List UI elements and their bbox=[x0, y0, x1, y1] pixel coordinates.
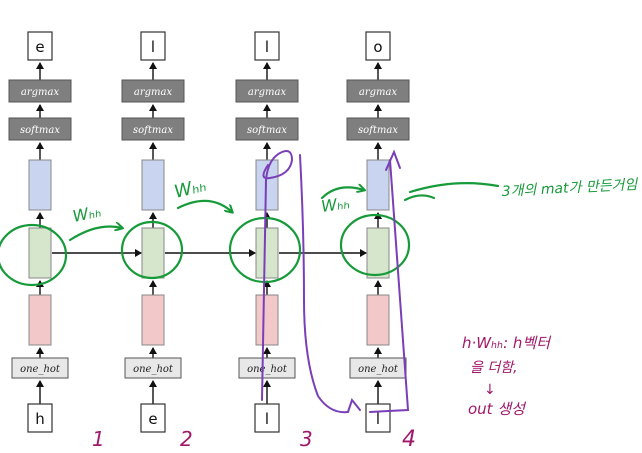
one-hot-label: one_hot bbox=[20, 364, 61, 375]
input-token: l bbox=[376, 410, 380, 428]
weight-label-3: Wₕₕ bbox=[320, 193, 351, 216]
input-token-box bbox=[254, 403, 280, 433]
output-token-box bbox=[27, 31, 53, 61]
input-layer-box bbox=[141, 294, 165, 346]
one-hot-box bbox=[11, 357, 69, 379]
softmax-label: softmax bbox=[133, 125, 173, 136]
hidden-circle-4 bbox=[339, 213, 411, 277]
argmax-label: argmax bbox=[134, 87, 173, 98]
softmax-box bbox=[235, 117, 299, 141]
input-layer-box bbox=[366, 294, 390, 346]
output-layer-box bbox=[255, 159, 279, 211]
output-token: l bbox=[265, 38, 269, 56]
one-hot-box bbox=[349, 357, 407, 379]
argmax-box bbox=[346, 79, 410, 103]
step-2: 2 bbox=[180, 427, 193, 451]
matrix-note: 3개의 mat가 만든거임 bbox=[501, 177, 638, 200]
hidden-layer-box bbox=[141, 227, 165, 279]
one-hot-label: one_hot bbox=[358, 364, 399, 375]
output-token-box bbox=[365, 31, 391, 61]
argmax-box bbox=[121, 79, 185, 103]
output-token: e bbox=[35, 38, 44, 56]
side-note-line-2: 을 더함, bbox=[470, 360, 518, 376]
green-ink bbox=[0, 182, 500, 287]
side-note-line-4: out 생성 bbox=[468, 400, 527, 418]
side-note-line-1: h·Wₕₕ: h벡터 bbox=[462, 334, 552, 352]
argmax-label: argmax bbox=[359, 87, 398, 98]
input-layer-box bbox=[28, 294, 52, 346]
step-numbers: 1 2 3 4 bbox=[92, 427, 416, 452]
side-note-line-3: ↓ bbox=[484, 382, 496, 398]
output-layer-box bbox=[366, 159, 390, 211]
softmax-box bbox=[346, 117, 410, 141]
output-token-box bbox=[254, 31, 280, 61]
hidden-circle-1 bbox=[0, 223, 68, 287]
input-token-box bbox=[365, 403, 391, 433]
step-4: 4 bbox=[402, 427, 416, 452]
softmax-label: softmax bbox=[20, 125, 60, 136]
input-token: h bbox=[35, 410, 45, 428]
one-hot-label: one_hot bbox=[247, 364, 288, 375]
argmax-label: argmax bbox=[21, 87, 60, 98]
input-token: l bbox=[265, 410, 269, 428]
input-token-box bbox=[140, 403, 166, 433]
hidden-layer-box bbox=[366, 227, 390, 279]
input-token: e bbox=[148, 410, 157, 428]
softmax-box bbox=[8, 117, 72, 141]
one-hot-box bbox=[238, 357, 296, 379]
output-token-box bbox=[140, 31, 166, 61]
step-3: 3 bbox=[300, 427, 313, 451]
one-hot-box bbox=[124, 357, 182, 379]
input-token-box bbox=[27, 403, 53, 433]
side-note: h·Wₕₕ: h벡터 을 더함, ↓ out 생성 bbox=[462, 334, 552, 418]
one-hot-label: one_hot bbox=[133, 364, 174, 375]
input-layer-box bbox=[255, 294, 279, 346]
hidden-layer-box bbox=[255, 227, 279, 279]
hidden-layer-box bbox=[28, 227, 52, 279]
hidden-circle-2 bbox=[120, 220, 184, 280]
weight-label-1: Wₕₕ bbox=[71, 201, 103, 226]
argmax-box bbox=[8, 79, 72, 103]
softmax-label: softmax bbox=[247, 125, 287, 136]
output-layer-box bbox=[28, 159, 52, 211]
output-token: o bbox=[373, 38, 382, 56]
output-token: l bbox=[151, 38, 155, 56]
step-1: 1 bbox=[92, 427, 105, 451]
argmax-box bbox=[235, 79, 299, 103]
purple-ink bbox=[261, 149, 410, 414]
softmax-label: softmax bbox=[358, 125, 398, 136]
argmax-label: argmax bbox=[248, 87, 287, 98]
output-layer-box bbox=[141, 159, 165, 211]
softmax-box bbox=[121, 117, 185, 141]
weight-label-2: Wₕₕ bbox=[172, 175, 208, 203]
